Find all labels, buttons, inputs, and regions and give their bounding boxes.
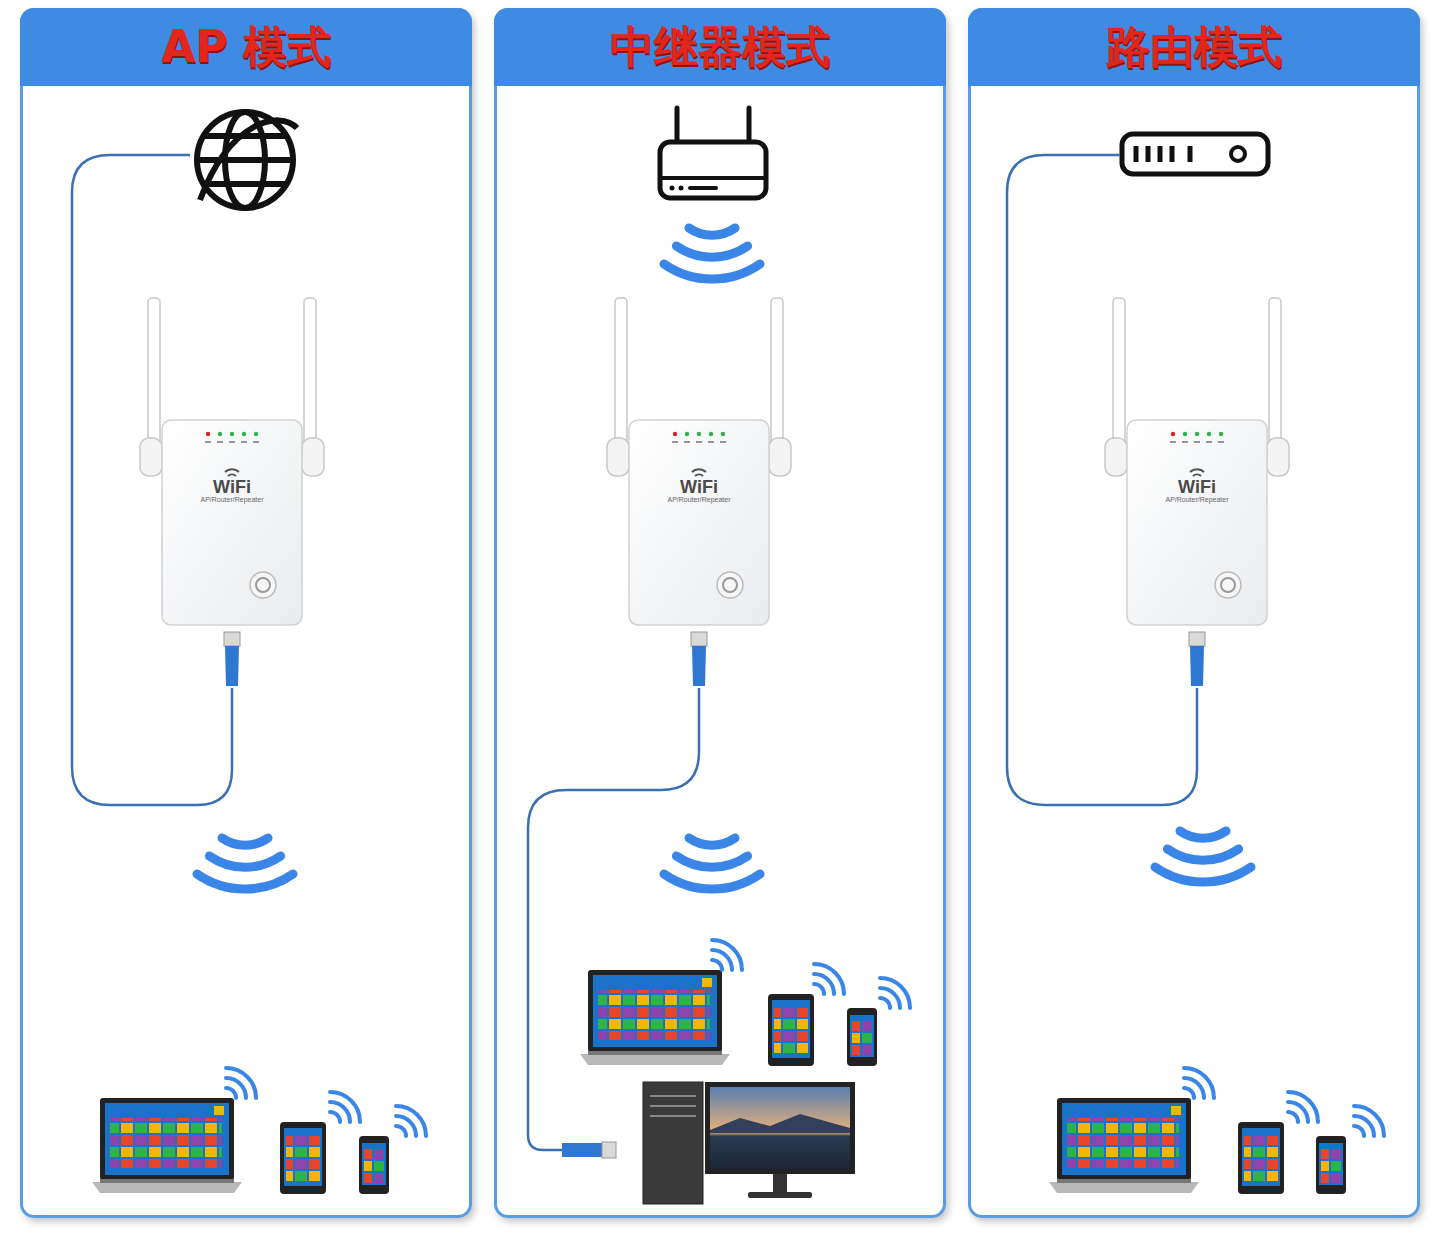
mode-panel: AP 模式: [20, 8, 472, 1218]
wifi-icon: [712, 940, 742, 970]
wifi-icon: [1288, 1092, 1318, 1122]
internet-globe: [197, 112, 297, 208]
phone: [847, 1008, 877, 1066]
wifi-signal: [197, 838, 293, 889]
panel-title: 路由模式: [971, 11, 1417, 83]
wifi-icon: [880, 978, 910, 1008]
phone: [359, 1136, 389, 1194]
desktop-computer: [643, 1082, 855, 1204]
wifi-icon: [226, 1068, 256, 1098]
brand-label: WiFi: [680, 477, 718, 498]
wifi-icon: [1184, 1068, 1214, 1098]
tablet: [280, 1122, 326, 1194]
wifi-signal: [664, 228, 760, 279]
modem-icon: [1122, 134, 1268, 174]
network-cable: [72, 155, 1197, 1150]
phone: [1316, 1136, 1346, 1194]
wifi-icon: [1354, 1106, 1384, 1136]
tablet: [768, 994, 814, 1066]
model-label: AP/Router/Repeater: [667, 496, 730, 503]
ethernet-plug: [562, 1142, 616, 1158]
laptop: [1049, 1098, 1199, 1193]
wifi-extender: [1105, 298, 1289, 686]
wifi-extender: [607, 298, 791, 686]
tablet: [1238, 1122, 1284, 1194]
panel-title: 中继器模式: [497, 11, 943, 83]
wifi-icon: [396, 1106, 426, 1136]
mode-panel: 路由模式: [968, 8, 1420, 1218]
model-label: AP/Router/Repeater: [200, 496, 263, 503]
brand-label: WiFi: [1178, 477, 1216, 498]
wifi-signal: [1155, 831, 1251, 882]
laptop: [92, 1098, 242, 1193]
brand-label: WiFi: [213, 477, 251, 498]
laptop: [580, 970, 730, 1065]
model-label: AP/Router/Repeater: [1165, 496, 1228, 503]
wifi-icon: [330, 1092, 360, 1122]
wifi-signal: [664, 838, 760, 889]
router-icon: [660, 108, 766, 198]
panel-title: AP 模式: [23, 11, 469, 83]
wifi-icon: [814, 964, 844, 994]
mode-panel: 中继器模式: [494, 8, 946, 1218]
wifi-extender: [140, 298, 324, 686]
